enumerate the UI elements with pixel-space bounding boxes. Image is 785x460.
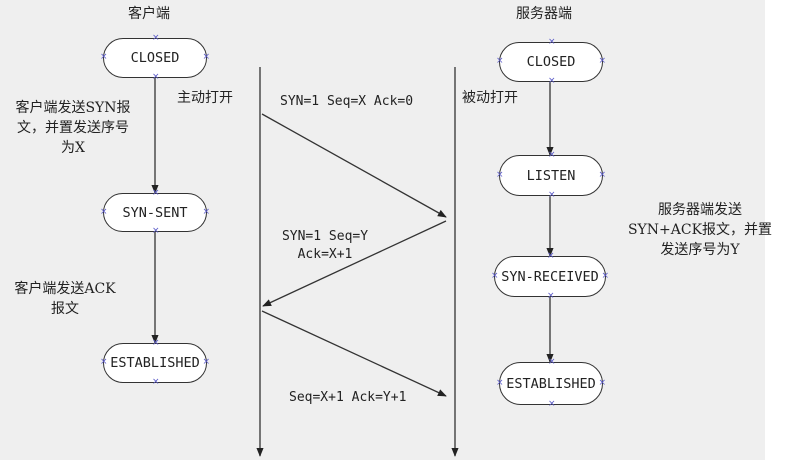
ack-message-label: Seq=X+1 Ack=Y+1 — [289, 390, 407, 405]
server-state-established-label: ESTABLISHED — [506, 375, 596, 392]
ack-message-arrow — [261, 310, 447, 397]
server-state-listen-label: LISTEN — [526, 167, 576, 184]
client-ack-note: 客户端发送ACK 报文 — [14, 281, 116, 317]
syn-message-arrow — [261, 113, 447, 218]
active-open-label: 主动打开 — [177, 90, 233, 106]
client-state-closed-label: CLOSED — [130, 50, 180, 66]
client-state-established: ESTABLISHED ×××× — [100, 338, 210, 387]
syn-message-label: SYN=1 Seq=X Ack=0 — [280, 94, 414, 109]
client-syn-note: 客户端发送SYN报 文，并置发送序号 为X — [15, 100, 131, 156]
server-state-syn-received-label: SYN-RECEIVED — [501, 268, 599, 285]
server-state-established: ESTABLISHED ×××× — [496, 357, 606, 409]
client-header: 客户端 — [128, 6, 170, 22]
server-state-listen: LISTEN ×××× — [496, 150, 606, 200]
client-state-syn-sent-label: SYN-SENT — [122, 204, 188, 221]
server-state-closed: CLOSED ×××× — [496, 37, 606, 86]
client-state-closed: CLOSED ×××× — [100, 33, 210, 82]
server-synack-note: 服务器端发送 SYN+ACK报文，并置 发送序号为Y — [627, 202, 773, 258]
client-state-established-label: ESTABLISHED — [110, 355, 200, 371]
server-header: 服务器端 — [516, 6, 572, 22]
passive-open-label: 被动打开 — [462, 90, 518, 106]
synack-message-arrow — [262, 220, 447, 307]
server-state-syn-received: SYN-RECEIVED ×××× — [491, 251, 609, 301]
client-state-syn-sent: SYN-SENT ×××× — [100, 188, 210, 236]
server-state-closed-label: CLOSED — [526, 54, 576, 70]
synack-message-label: SYN=1 Seq=Y Ack=X+1 — [281, 229, 369, 262]
